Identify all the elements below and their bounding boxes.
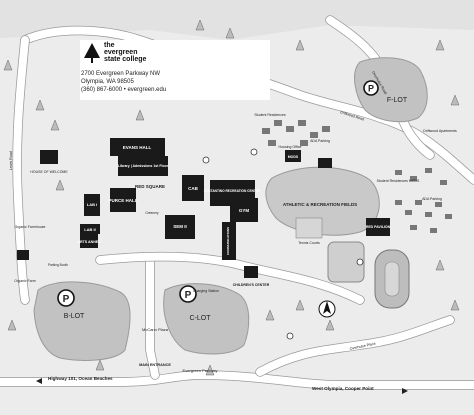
gym-label: GYM (239, 208, 250, 213)
overhulse-place-road (256, 316, 454, 376)
driftwood-apartments-label: Driftwood Apartments (423, 129, 457, 133)
mccann-plaza-label: McCann Plaza (142, 327, 169, 332)
athletic-fields-shape (265, 166, 380, 236)
address-line2: Olympia, WA 98505 (81, 79, 134, 85)
residences (262, 120, 452, 233)
c-lot-p-letter: P (185, 290, 192, 301)
library-label: Library | Admissions 1st Floor (118, 164, 169, 168)
lewis-road-label: Lewis Road (9, 151, 13, 170)
evans-hall-label: EVANS HALL (123, 145, 152, 150)
info-pin-icon (286, 332, 294, 340)
house-of-welcome-label: HOUSE OF WELCOME (30, 170, 68, 174)
lab-i-building (84, 194, 100, 216)
f-lot-label: F-LOT (387, 97, 408, 104)
address-line1: 2700 Evergreen Parkway NW (81, 71, 161, 77)
organic-farm-label: Organic Farm (14, 279, 35, 283)
purce-hall-building (110, 188, 136, 212)
trees (3, 19, 460, 376)
f-lot-p-letter: P (368, 84, 374, 94)
tree-logo-icon (84, 43, 100, 63)
phone-web: (360) 867-6000 • evergreen.edu (81, 87, 167, 93)
track-infield (384, 261, 400, 297)
childrens-center-building (244, 266, 258, 278)
info-pin-icon (250, 148, 258, 156)
f-lot-p-icon (363, 80, 379, 96)
main-entrance-road (146, 256, 159, 379)
info-pin-icon (356, 258, 364, 266)
evans-hall-building (110, 138, 165, 156)
arts-annex-label: ARTS ANNEX (77, 240, 101, 244)
cab-building (182, 175, 204, 201)
college-name-line1: the (104, 42, 115, 49)
mods-building-2 (318, 158, 332, 168)
athletic-area (265, 166, 410, 309)
red-pavilion-label: RED PAVILION (366, 225, 391, 229)
evergreen-parkway-label: Evergreen Parkway (183, 368, 218, 373)
college-name-line2: evergreen (104, 49, 138, 56)
cab-label: CAB (188, 186, 198, 191)
cre-label: COSTANTINO RECREATION CENTER (204, 189, 261, 193)
soccer-field-1 (327, 241, 365, 283)
organic-farmhouse-building (17, 250, 29, 260)
lewis-road (13, 36, 29, 304)
college-name: the evergreen state college (104, 42, 146, 63)
greenery-label: Greenery (145, 211, 159, 215)
arrow-right-icon (402, 388, 408, 394)
west-olympia-label: West Olympia, Cooper Point (312, 386, 374, 391)
ada-parking-2-label: ADA Parking (422, 197, 442, 201)
purce-hall-label: PURCE HALL (109, 198, 138, 203)
student-residences-label: Student Residences (254, 113, 286, 117)
b-lot-p-letter: P (63, 294, 70, 305)
overhulse-place-label: Overhulse Place (349, 342, 376, 351)
tennis-courts-shape (295, 217, 323, 239)
house-of-welcome-building (40, 150, 58, 164)
ada-parking-1-label: ADA Parking (310, 139, 330, 143)
evergreen-parkway-road (0, 371, 474, 389)
main-entrance-label: MAIN ENTRANCE (139, 363, 171, 367)
b-lot-shape (33, 281, 131, 361)
lab-i-label: LAB I (87, 202, 97, 207)
sem-ii-building (165, 215, 195, 239)
campus-loop-road (96, 252, 364, 304)
college-name-line3: state college (104, 56, 147, 63)
info-pin-icon (202, 156, 210, 164)
student-residences-mods-label: Student Residences MODS (377, 179, 420, 183)
athletic-fields-label: ATHLETIC & RECREATION FIELDS (283, 202, 357, 207)
highway-101-label: Highway 101, Ocean Beaches (48, 376, 113, 381)
buildings (17, 138, 390, 278)
north-arrow-icon (323, 301, 331, 314)
sem-ii-label: SEM II (173, 224, 187, 229)
tennis-courts-label: Tennis Courts (298, 241, 320, 245)
mods-building-1 (285, 150, 301, 162)
mods-label: MODS (288, 155, 299, 159)
lab-ii-building (80, 224, 100, 234)
c-lot-p-icon (179, 285, 197, 303)
organic-farmhouse-label: Organic Farmhouse (15, 225, 46, 229)
c-lot-label: C-LOT (190, 315, 212, 322)
b-lot-p-icon (57, 289, 75, 307)
b-lot-label: B-LOT (64, 313, 85, 320)
red-pavilion-building (366, 218, 390, 236)
communications-label: COMMUNICATIONS (226, 227, 230, 255)
parking-symbols: P P P (57, 80, 379, 307)
f-lot-shape (354, 57, 428, 123)
red-square-label: RED SQUARE (135, 184, 165, 189)
library-building (118, 156, 168, 176)
college-address: 2700 Evergreen Parkway NW Olympia, WA 98… (81, 70, 166, 94)
college-logo-block: the evergreen state college (80, 40, 270, 100)
charging-station-label: Charging Station (193, 289, 219, 293)
housing-office-label: Housing Office (279, 145, 302, 149)
driftwood-road-label: Driftwood Road (340, 110, 365, 121)
parking-booth-label: Parking Booth (48, 263, 68, 267)
gym-building (230, 198, 258, 222)
arrow-left-icon (36, 378, 42, 384)
arts-annex-building (80, 234, 98, 248)
lab-ii-label: LAB II (84, 227, 96, 232)
childrens-center-label: CHILDREN'S CENTER (233, 283, 270, 287)
communications-building (222, 222, 236, 260)
